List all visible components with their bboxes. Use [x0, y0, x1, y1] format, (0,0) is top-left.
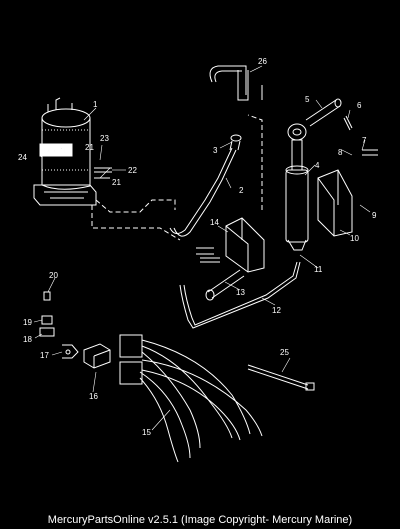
callout-13: 13 [236, 288, 245, 297]
callout-16: 16 [89, 392, 98, 401]
callout-15: 15 [142, 428, 151, 437]
callout-14: 14 [210, 218, 219, 227]
callout-9: 9 [372, 211, 377, 220]
callout-18: 18 [23, 335, 32, 344]
callout-22: 22 [128, 166, 137, 175]
callout-24: 24 [18, 153, 27, 162]
callout-20: 20 [49, 271, 58, 280]
decal-label: DECAL [44, 148, 69, 155]
callout-17: 17 [40, 351, 49, 360]
callout-21b: 21 [112, 178, 121, 187]
callout-21a: 21 [85, 143, 94, 152]
callout-12: 12 [272, 306, 281, 315]
pump-motor[interactable] [33, 97, 97, 206]
callout-7: 7 [362, 136, 367, 145]
callout-2: 2 [239, 186, 244, 195]
trim-cylinder[interactable] [285, 123, 309, 251]
copyright-footer: MercuryPartsOnline v2.5.1 (Image Copyrig… [47, 514, 353, 526]
wire-harness[interactable] [119, 334, 263, 463]
callout-25: 25 [280, 348, 289, 357]
callout-11: 11 [314, 265, 323, 274]
callout-4: 4 [315, 161, 320, 170]
callout-19: 19 [23, 318, 32, 327]
callout-6: 6 [357, 101, 362, 110]
callout-26: 26 [258, 57, 267, 66]
callout-3: 3 [213, 146, 218, 155]
callout-23: 23 [100, 134, 109, 143]
parts-diagram: DECAL [18, 57, 378, 463]
callout-5: 5 [305, 95, 310, 104]
callout-1: 1 [93, 100, 98, 109]
callout-8: 8 [338, 148, 343, 157]
callout-10: 10 [350, 234, 359, 243]
